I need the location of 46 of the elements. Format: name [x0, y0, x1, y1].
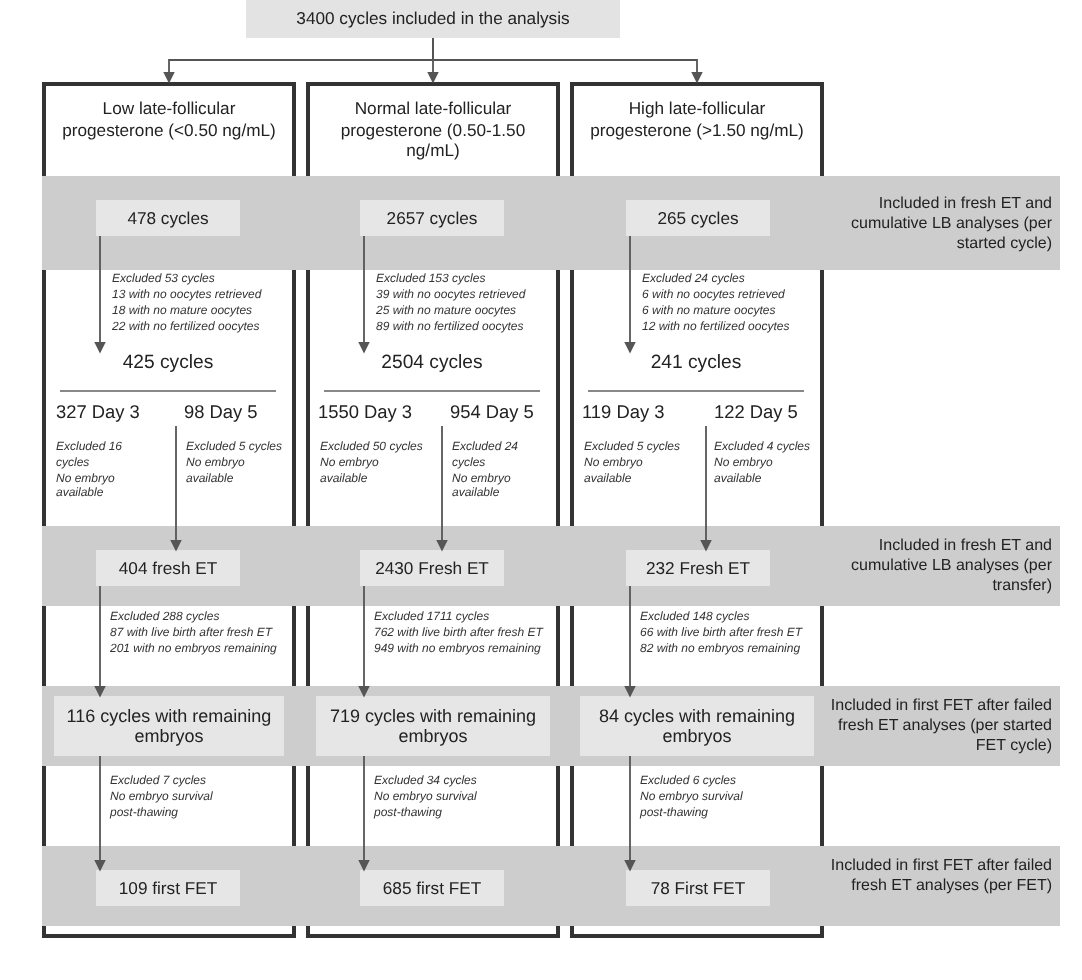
- count-box: 685 first FET: [360, 870, 504, 906]
- band-label: Included in first FET after failed fresh ET analyses (per started FET cycle): [828, 696, 1052, 756]
- arrow: [624, 585, 636, 698]
- arrow: [170, 425, 182, 552]
- arrow: [358, 755, 370, 872]
- count-box: 78 First FET: [626, 870, 770, 906]
- day-count: 122 Day 5: [700, 398, 816, 426]
- analysis-band: [42, 686, 1060, 766]
- count-box: 232 Fresh ET: [626, 550, 770, 586]
- start-box: 3400 cycles included in the analysis: [246, 0, 620, 38]
- count-total: 241 cycles: [588, 352, 804, 392]
- count-box: 84 cycles with remaining embryos: [580, 696, 814, 756]
- group-heading: Normal late-follicular progesterone (0.50-1.50 ng/mL): [338, 96, 528, 161]
- count-box: 109 first FET: [96, 870, 240, 906]
- band-label: Included in fresh ET and cumulative LB analyses (per transfer): [849, 536, 1052, 596]
- day-count: 954 Day 5: [436, 398, 552, 426]
- arrow: [436, 425, 448, 552]
- arrow: [432, 37, 703, 84]
- group-heading: Low late-follicular progesterone (<0.50 ng/mL): [60, 96, 278, 140]
- count-box: 2657 cycles: [360, 200, 504, 236]
- day-count: 119 Day 3: [578, 398, 698, 426]
- band-label: Included in fresh ET and cumulative LB analyses (per started cycle): [849, 193, 1052, 253]
- arrow: [624, 755, 636, 872]
- arrow: [358, 585, 370, 698]
- count-box: 719 cycles with remaining embryos: [316, 696, 550, 756]
- count-box: 265 cycles: [626, 200, 770, 236]
- group-heading: High late-follicular progesterone (>1.50 ng/mL): [588, 96, 806, 140]
- count-total: 425 cycles: [60, 352, 276, 392]
- arrow: [700, 425, 712, 552]
- day-count: 1550 Day 3: [314, 398, 434, 426]
- band-label: Included in first FET after failed fresh ET analyses (per FET): [828, 856, 1052, 896]
- arrow: [624, 235, 636, 354]
- count-total: 2504 cycles: [324, 352, 540, 392]
- analysis-band: [42, 176, 1060, 270]
- day-count: 98 Day 5: [170, 398, 282, 426]
- count-box: 2430 Fresh ET: [360, 550, 504, 586]
- count-box: 404 fresh ET: [96, 550, 240, 586]
- arrow: [94, 755, 106, 872]
- analysis-band: [42, 526, 1060, 606]
- day-count: 327 Day 3: [52, 398, 164, 426]
- analysis-band: [42, 846, 1060, 926]
- arrow: [94, 235, 106, 354]
- arrow: [94, 585, 106, 698]
- count-box: 116 cycles with remaining embryos: [54, 696, 284, 756]
- arrow: [358, 235, 370, 354]
- count-box: 478 cycles: [96, 200, 240, 236]
